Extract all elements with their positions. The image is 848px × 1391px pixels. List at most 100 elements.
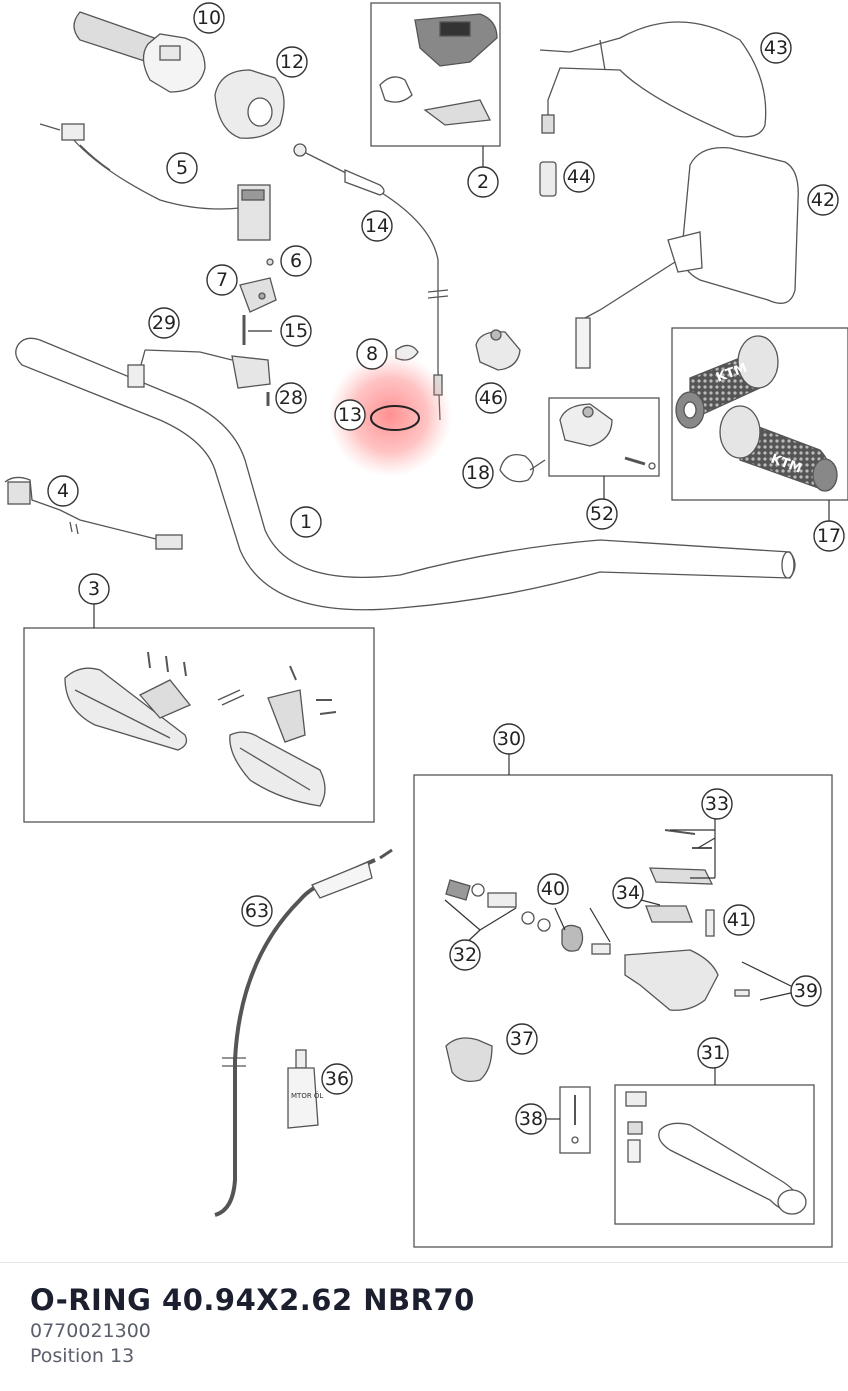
box-30 (413, 774, 833, 1248)
oil-bottle-label: MTOR ÖL (291, 1091, 323, 1100)
callout-circle (462, 457, 494, 489)
brake-hose[interactable] (214, 848, 393, 1217)
callout-41[interactable]: 41 (723, 904, 755, 936)
switch-wiring[interactable] (39, 123, 271, 241)
callout-label: 10 (197, 7, 221, 29)
callout-5[interactable]: 5 (166, 152, 198, 184)
callout-63[interactable]: 63 (241, 895, 273, 927)
cable-guide-2[interactable] (379, 13, 498, 126)
callout-40[interactable]: 40 (537, 873, 569, 905)
callout-circle (467, 166, 499, 198)
callout-1[interactable]: 1 (290, 506, 322, 538)
box-3 (23, 627, 375, 823)
left-switch[interactable] (4, 476, 183, 550)
callout-circle (506, 1023, 538, 1055)
part-info-footer: O-RING 40.94X2.62 NBR70 0770021300 Posit… (0, 1262, 848, 1391)
callout-12[interactable]: 12 (276, 46, 308, 78)
callout-label: 4 (57, 480, 69, 502)
callout-15[interactable]: 15 (280, 315, 312, 347)
oil-bottle[interactable] (287, 1049, 319, 1129)
callout-17[interactable]: 17 (813, 520, 845, 552)
callout-14[interactable]: 14 (361, 210, 393, 242)
callout-circle (241, 895, 273, 927)
callout-circle (612, 877, 644, 909)
callout-circle (586, 498, 618, 530)
lever-clamp-52[interactable] (559, 403, 656, 470)
callout-label: 32 (453, 944, 477, 966)
callout-6[interactable]: 6 (280, 245, 312, 277)
callout-31[interactable]: 31 (697, 1037, 729, 1069)
callout-3[interactable]: 3 (78, 573, 110, 605)
handlebar[interactable] (15, 337, 796, 611)
callout-32[interactable]: 32 (449, 939, 481, 971)
callout-circle (537, 873, 569, 905)
mirror-right[interactable] (575, 146, 799, 369)
brake-clamp[interactable] (475, 329, 521, 371)
callout-34[interactable]: 34 (612, 877, 644, 909)
callout-29[interactable]: 29 (148, 307, 180, 339)
kill-switch[interactable] (127, 349, 271, 406)
callout-label: 6 (290, 250, 302, 272)
callout-8[interactable]: 8 (356, 338, 388, 370)
callout-39[interactable]: 39 (790, 975, 822, 1007)
callout-label: 14 (365, 215, 389, 237)
callout-33[interactable]: 33 (701, 788, 733, 820)
callout-label: 7 (216, 269, 228, 291)
callout-30[interactable]: 30 (493, 723, 525, 755)
callout-42[interactable]: 42 (807, 184, 839, 216)
handguards[interactable] (64, 651, 337, 807)
o-ring[interactable] (328, 353, 452, 477)
throttle-tube[interactable] (73, 11, 206, 93)
callout-4[interactable]: 4 (47, 475, 79, 507)
mirror-adapter[interactable] (539, 161, 557, 197)
mirror-left[interactable] (539, 21, 767, 138)
parts-diagram: KTM KTM MTOR ÖL 101224344425146715298134… (4, 2, 848, 1248)
callout-38[interactable]: 38 (515, 1103, 547, 1135)
callout-label: 44 (567, 166, 591, 188)
callout-2[interactable]: 2 (467, 166, 499, 198)
box-17 (671, 327, 848, 501)
callout-44[interactable]: 44 (563, 161, 595, 193)
callout-13[interactable]: 13 (334, 399, 366, 431)
callout-label: 5 (176, 157, 188, 179)
callout-label: 52 (590, 503, 614, 525)
callout-circle (449, 939, 481, 971)
switch-clamp[interactable] (239, 258, 277, 345)
cable-tie[interactable] (499, 453, 546, 483)
callout-circle (166, 152, 198, 184)
callout-18[interactable]: 18 (462, 457, 494, 489)
callout-circle (290, 506, 322, 538)
callouts: 1012243444251467152981346284185217133033… (47, 2, 845, 1135)
callout-52[interactable]: 52 (586, 498, 618, 530)
master-cylinder[interactable] (445, 829, 750, 1083)
callout-circle (78, 573, 110, 605)
callout-label: 40 (541, 878, 565, 900)
callout-46[interactable]: 46 (475, 382, 507, 414)
callout-label: 42 (811, 189, 835, 211)
callout-label: 29 (152, 312, 176, 334)
callout-label: 34 (616, 882, 640, 904)
callout-circle (361, 210, 393, 242)
callout-28[interactable]: 28 (275, 382, 307, 414)
callout-7[interactable]: 7 (206, 264, 238, 296)
callout-circle (563, 161, 595, 193)
brake-lever[interactable] (625, 1091, 807, 1215)
callout-label: 30 (497, 728, 521, 750)
callout-circle (280, 315, 312, 347)
callout-label: 8 (366, 343, 378, 365)
callout-label: 15 (284, 320, 308, 342)
throttle-cover[interactable] (214, 69, 285, 139)
callout-37[interactable]: 37 (506, 1023, 538, 1055)
callout-43[interactable]: 43 (760, 32, 792, 64)
callout-circle (723, 904, 755, 936)
callout-circle (275, 382, 307, 414)
callout-label: 3 (88, 578, 100, 600)
callout-circle (334, 399, 366, 431)
grips[interactable] (675, 335, 838, 492)
callout-label: 12 (280, 51, 304, 73)
callout-36[interactable]: 36 (321, 1063, 353, 1095)
callout-circle (280, 245, 312, 277)
callout-circle (47, 475, 79, 507)
callout-10[interactable]: 10 (193, 2, 225, 34)
callout-circle (206, 264, 238, 296)
